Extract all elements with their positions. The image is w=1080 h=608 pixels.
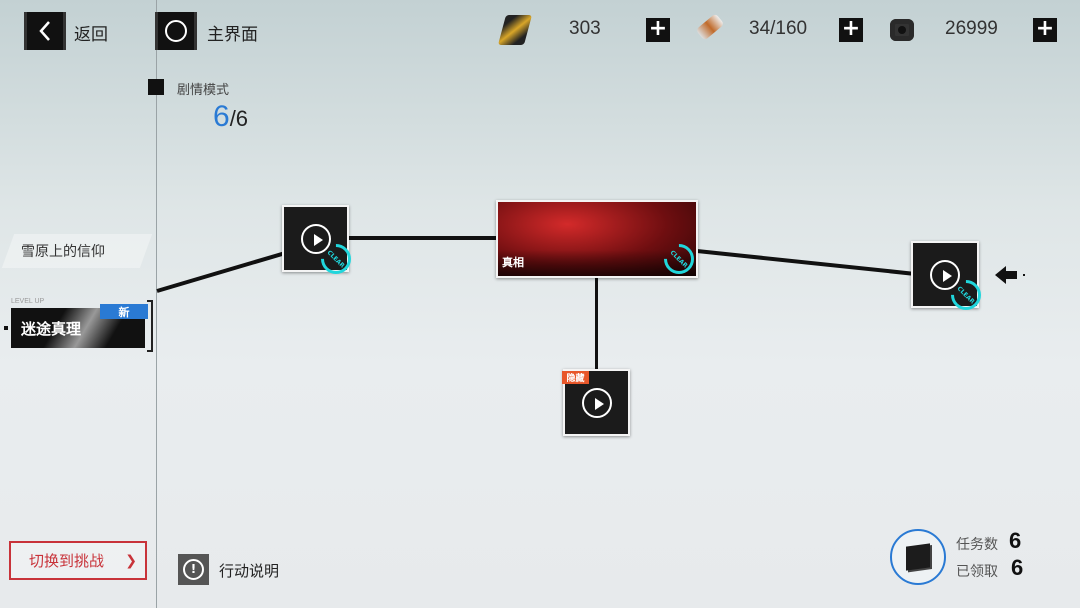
level-up-label: LEVEL UP bbox=[11, 298, 45, 305]
play-icon bbox=[300, 223, 331, 254]
stamina-value: 303 bbox=[569, 18, 601, 39]
mode-label: 剧情模式 bbox=[177, 83, 230, 98]
sidebar-divider bbox=[156, 0, 157, 608]
stage-main-title: 真相 bbox=[502, 256, 524, 269]
nut-icon bbox=[890, 19, 914, 41]
home-label[interactable]: 主界面 bbox=[207, 25, 258, 45]
add-battery-button[interactable]: + bbox=[839, 18, 863, 42]
claimed-value: 6 bbox=[1011, 555, 1024, 580]
back-button[interactable] bbox=[24, 12, 66, 50]
path-line bbox=[348, 236, 498, 240]
chevron-left-icon bbox=[39, 21, 50, 41]
home-button[interactable] bbox=[155, 12, 197, 50]
stage-node-3[interactable]: CLEAR bbox=[911, 241, 988, 317]
progress-current: 6 bbox=[213, 100, 230, 133]
add-nut-button[interactable]: + bbox=[1033, 18, 1057, 42]
info-label[interactable]: 行动说明 bbox=[219, 562, 280, 580]
stamina-card-icon bbox=[497, 15, 533, 45]
arrow-left-icon bbox=[995, 266, 1025, 284]
stage-node-1[interactable]: CLEAR bbox=[282, 205, 358, 281]
mode-progress: 6/6 bbox=[213, 100, 248, 134]
info-button[interactable]: ! bbox=[178, 554, 209, 585]
hidden-badge: 隐藏 bbox=[562, 371, 589, 384]
battery-value: 34/160 bbox=[749, 18, 808, 39]
tasks-value: 6 bbox=[1009, 528, 1022, 553]
switch-label: 切换到挑战 bbox=[29, 552, 105, 570]
new-badge: 新 bbox=[100, 304, 148, 319]
circle-icon bbox=[165, 20, 187, 42]
task-reward-button[interactable] bbox=[890, 529, 946, 585]
tasks-label: 任务数 bbox=[956, 537, 998, 553]
path-line bbox=[595, 277, 598, 371]
selection-dot bbox=[4, 326, 8, 330]
battery-icon bbox=[695, 13, 725, 41]
play-icon bbox=[581, 387, 612, 418]
back-label[interactable]: 返回 bbox=[74, 25, 108, 45]
info-icon: ! bbox=[183, 559, 204, 580]
add-stamina-button[interactable]: + bbox=[646, 18, 670, 42]
selection-bracket bbox=[147, 300, 153, 352]
mode-square-icon bbox=[148, 79, 164, 95]
path-line bbox=[696, 249, 913, 276]
stage-node-main[interactable]: 真相 CLEAR bbox=[496, 200, 698, 278]
claimed-label: 已领取 bbox=[956, 564, 998, 580]
crate-icon bbox=[906, 543, 930, 571]
chapter-current-label: 迷途真理 bbox=[21, 320, 82, 338]
path-line bbox=[156, 251, 284, 293]
nut-value: 26999 bbox=[945, 18, 998, 39]
play-icon bbox=[930, 259, 960, 290]
chapter-prev[interactable]: 雪原上的信仰 bbox=[21, 244, 105, 260]
chevron-right-icon: ❯ bbox=[125, 552, 137, 569]
progress-total: /6 bbox=[229, 106, 249, 131]
switch-challenge-button[interactable]: 切换到挑战 ❯ bbox=[9, 541, 147, 580]
